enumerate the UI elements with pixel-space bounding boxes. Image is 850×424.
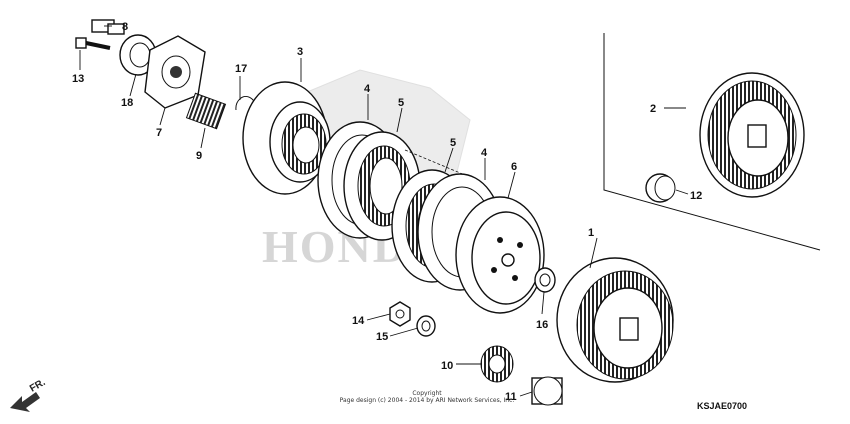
part-7-lifter-plate[interactable] [144,35,206,109]
callout-7: 7 [156,127,162,139]
part-9-spring[interactable] [185,92,227,130]
part-6-pressure-plate[interactable] [455,196,545,314]
part-13-bolt[interactable] [75,37,111,50]
part-15-washer[interactable] [416,315,436,337]
callout-5-upper: 5 [398,97,404,109]
part-14-nut[interactable] [389,301,411,327]
callout-4-lower: 4 [481,147,488,159]
part-1-clutch-outer[interactable] [556,257,674,383]
leader-lines [79,25,689,397]
callout-6: 6 [511,161,517,173]
callout-1: 1 [588,227,594,239]
callout-13: 13 [72,73,84,85]
callout-9: 9 [196,150,202,162]
callout-18: 18 [121,97,133,109]
callout-5-lower: 5 [450,137,456,149]
diagram-code: KSJAE0700 [697,401,747,411]
callout-labels: 1 2 3 4 4 5 5 6 7 8 9 10 11 12 13 14 15 … [72,21,702,403]
callout-16: 16 [536,319,548,331]
callout-12: 12 [690,190,702,202]
part-2-clutch-outer[interactable] [699,72,805,198]
front-label: FR. [28,377,48,395]
callout-14: 14 [352,315,365,327]
inset-frame [603,33,821,251]
part-10-primary-gear[interactable] [480,345,514,383]
part-16-washer[interactable] [534,267,556,293]
callout-11: 11 [505,391,517,403]
callout-4-upper: 4 [364,83,371,95]
copyright-line-2: Page design (c) 2004 - 2014 by ARI Netwo… [340,397,515,404]
part-8-lifter-rod[interactable] [91,19,125,35]
callout-17: 17 [235,63,247,75]
front-direction-arrow: FR. [10,377,48,412]
callout-15: 15 [376,331,388,343]
copyright-line-1: Copyright [412,390,442,397]
callout-3: 3 [297,46,303,58]
part-12-collar[interactable] [645,173,676,203]
part-18-bearing[interactable] [119,34,157,76]
callout-8: 8 [122,21,128,33]
callout-2: 2 [650,103,656,115]
part-3-drive-plate[interactable] [242,81,331,195]
callout-10: 10 [441,360,453,372]
part-11-bushing[interactable] [531,376,563,406]
